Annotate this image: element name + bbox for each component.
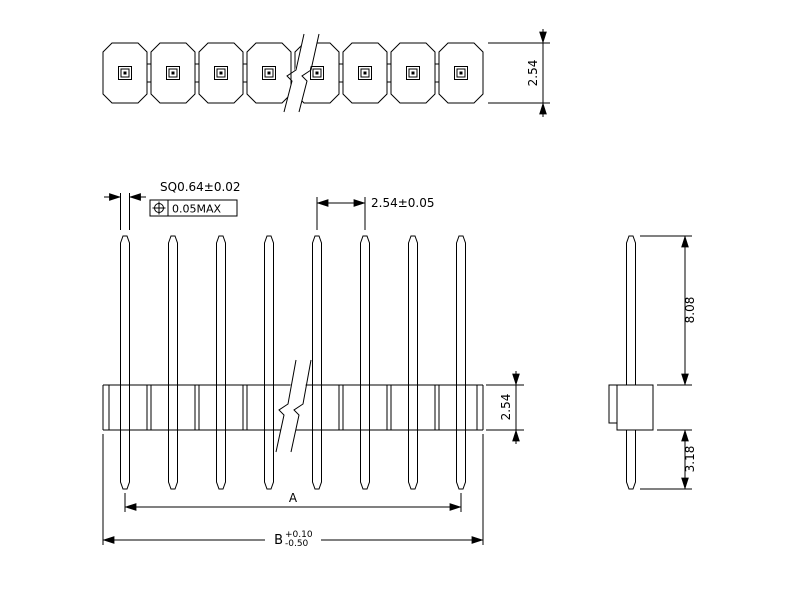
pin	[264, 235, 274, 490]
pin-hole-mid	[408, 68, 418, 78]
pin-hole-center	[219, 71, 223, 75]
pad-link	[434, 63, 440, 83]
break-line	[275, 359, 297, 453]
dim-pin-length-below: 3.18	[640, 429, 697, 490]
pin-hole-outer	[406, 66, 420, 80]
pin-hole-mid	[264, 68, 274, 78]
pin-hole-center	[459, 71, 463, 75]
pin	[456, 235, 466, 490]
break-line	[290, 359, 312, 453]
top-view-pad	[246, 42, 292, 104]
pin	[360, 235, 370, 490]
top-view-pad	[342, 42, 388, 104]
pad-link	[386, 63, 392, 83]
dim-top-row-height: 2.54	[488, 29, 550, 117]
side-view: 8.08 3.18	[608, 235, 697, 490]
pin-hole-center	[267, 71, 271, 75]
dim-label-pin-length-below: 3.18	[683, 446, 697, 473]
break-symbol-front	[275, 359, 312, 453]
dim-label-body-height: 2.54	[499, 394, 513, 421]
front-view: SQ0.64±0.02 0.05MAX 2.54±0.05	[102, 180, 524, 549]
dim-label-top-row-height: 2.54	[526, 60, 540, 87]
pin-hole-mid	[360, 68, 370, 78]
dim-label-pin-length-above: 8.08	[683, 297, 697, 324]
top-view: 2.54	[102, 29, 550, 117]
fcf-box	[149, 199, 238, 217]
feature-control-frame: 0.05MAX	[149, 199, 238, 217]
pin-hole-outer	[454, 66, 468, 80]
pin-hole-outer	[214, 66, 228, 80]
pin-hole-mid	[312, 68, 322, 78]
pin-hole-mid	[120, 68, 130, 78]
pin-hole-outer	[358, 66, 372, 80]
dim-label-pin-square: SQ0.64±0.02	[160, 180, 241, 194]
pin-hole-mid	[168, 68, 178, 78]
side-pin-top	[626, 235, 636, 386]
pin-hole-outer	[262, 66, 276, 80]
pin-hole-center	[171, 71, 175, 75]
pin-hole-mid	[216, 68, 226, 78]
fcf-tolerance-value: 0.05MAX	[172, 203, 222, 216]
break-line	[283, 33, 305, 113]
pin-hole-mid	[456, 68, 466, 78]
side-body	[608, 384, 654, 431]
pin-hole-outer	[166, 66, 180, 80]
pad-link	[338, 63, 344, 83]
dim-label-pin-span: A	[289, 491, 298, 505]
top-view-pad	[438, 42, 484, 104]
pad-link	[242, 63, 248, 83]
pin-hole-center	[363, 71, 367, 75]
pin	[168, 235, 178, 490]
dim-label-pitch: 2.54±0.05	[371, 196, 435, 210]
pad-links	[146, 63, 440, 83]
position-tolerance-icon	[152, 201, 166, 215]
top-view-pad	[390, 42, 436, 104]
front-view-pins	[120, 235, 466, 490]
break-mask	[276, 360, 311, 452]
pad-link	[194, 63, 200, 83]
break-mask	[284, 34, 319, 112]
dim-pin-span: A	[124, 491, 462, 512]
pin	[312, 235, 322, 490]
pin-hole-center	[411, 71, 415, 75]
pin-hole-outer	[310, 66, 324, 80]
dim-pin-length-above: 8.08	[640, 235, 697, 386]
pin	[216, 235, 226, 490]
pin	[120, 235, 130, 490]
dim-label-body-length-lower-tol: -0.50	[285, 539, 309, 549]
break-line	[298, 33, 320, 113]
break-symbol-top	[283, 33, 320, 113]
top-view-pad	[150, 42, 196, 104]
pin-hole-center	[315, 71, 319, 75]
dim-pitch: 2.54±0.05	[316, 196, 435, 230]
pin-hole-outer	[118, 66, 132, 80]
dim-body-height: 2.54	[486, 371, 524, 444]
side-pin-bottom	[626, 429, 636, 490]
dim-label-body-length: B	[274, 533, 283, 548]
top-view-pad	[102, 42, 148, 104]
pin-hole-center	[123, 71, 127, 75]
dim-label-body-length-upper-tol: +0.10	[285, 530, 313, 540]
dim-body-length: B +0.10 -0.50	[102, 434, 484, 549]
dim-pin-square: SQ0.64±0.02	[104, 180, 241, 230]
pin	[408, 235, 418, 490]
top-view-pad	[198, 42, 244, 104]
pad-link	[146, 63, 152, 83]
